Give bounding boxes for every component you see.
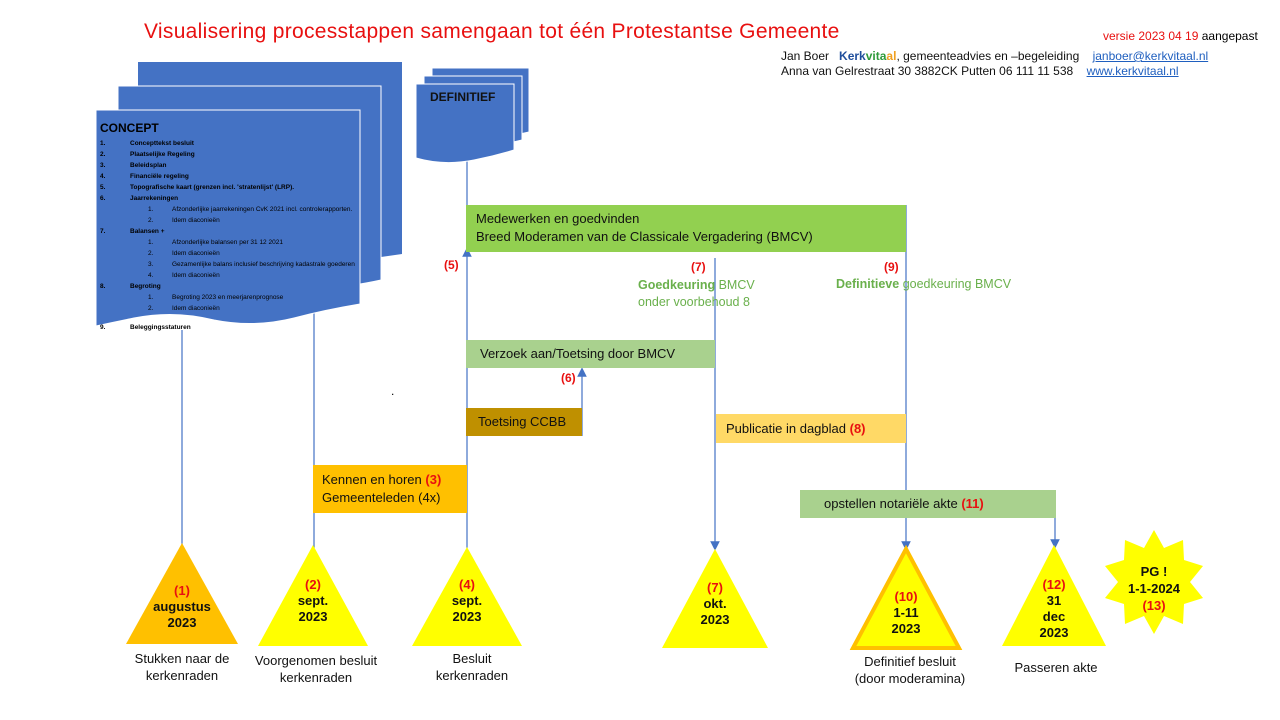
step-5-label: (5) [444,258,459,272]
milestone-2: (2)sept.2023 [297,577,329,624]
concept-item: 2.Plaatselijke Regeling [100,151,195,158]
concept-item: 5.Topografische kaart (grenzen incl. 'st… [100,184,295,191]
version-suffix: aangepast [1201,29,1258,43]
verzoek-box: Verzoek aan/Toetsing door BMCV [466,340,715,368]
brand-logo: Kerkvitaal [839,49,897,63]
concept-item: 1.Afzonderlijke balansen per 31 12 2021 [148,239,283,246]
publicatie-text: Publicatie in dagblad [726,421,846,436]
concept-item: 8.Begroting [100,283,161,290]
notaris-text: opstellen notariële akte [824,496,958,511]
milestone-4: (4)sept.2023 [451,577,483,624]
step-7-label: (7) [691,260,706,274]
caption-12: Passeren akte [1014,660,1098,675]
concept-item: 1.Concepttekst besluit [100,140,194,147]
concept-item: 4.Idem diaconieën [148,272,220,279]
goedkeuring-text: Goedkeuring BMCV onder voorbehoud 8 [638,278,755,309]
version-date: versie 2023 04 19 [1103,29,1199,43]
page-title: Visualisering processtappen samengaan to… [144,20,840,43]
kennen-num: (3) [425,472,442,487]
concept-item: 2.Idem diaconieën [148,250,220,257]
publicatie-num: (8) [849,421,866,436]
notaris-num: (11) [961,496,984,511]
publicatie-box: Publicatie in dagblad (8) [716,414,906,443]
triangle-1 [126,543,238,644]
concept-item: 9.Beleggingsstaturen [100,324,191,331]
concept-item: 4.Financiële regeling [100,173,189,180]
triangle-4 [662,549,768,648]
burst-pg: PG !1-1-2024(13) [1127,564,1181,613]
concept-doc-list: 1.Concepttekst besluit 2.Plaatselijke Reg… [100,138,362,333]
kennen-line2: Gemeenteleden (4x) [322,490,441,505]
author-line: Jan Boer Kerkvitaal, gemeenteadvies en –… [781,49,1208,63]
concept-item: 3.Gezamenlijke balans inclusief beschrij… [148,261,355,268]
triangle-6 [1002,545,1106,646]
address-line: Anna van Gelrestraat 30 3882CK Putten 06… [781,64,1179,78]
step-9-label: (9) [884,260,899,274]
step-6-label: (6) [561,371,576,385]
concept-item: 3.Beleidsplan [100,162,167,169]
triangle-3 [412,547,522,646]
bmcv-line2: Breed Moderamen van de Classicale Vergad… [476,229,813,244]
concept-item: 6.Jaarrekeningen [100,195,179,202]
stray-dot: . [391,384,395,398]
burst-shape [1105,530,1203,634]
address-text: Anna van Gelrestraat 30 3882CK Putten 06… [781,64,1074,78]
concept-item: 1.Begroting 2023 en meerjarenprognose [148,294,284,301]
concept-doc[interactable]: CONCEPT 1.Concepttekst besluit 2.Plaatsel… [100,121,362,333]
author-name: Jan Boer [781,49,830,63]
triangle-5 [849,544,963,650]
concept-item: 2.Idem diaconieën [148,305,220,312]
author-role: , gemeenteadvies en –begeleiding [896,49,1080,63]
concept-item: 7.Balansen + [100,228,165,235]
definitieve-goedkeuring-text: Definitieve goedkeuring BMCV [836,277,1012,291]
milestone-7: (7)okt.2023 [700,580,730,627]
ccbb-box: Toetsing CCBB [466,408,582,436]
bmcv-box: Medewerken en goedvinden Breed Moderamen… [466,205,906,252]
version-label: versie 2023 04 19 aangepast [1103,29,1258,43]
notaris-box: opstellen notariële akte (11) [800,490,1056,518]
kennen-line1: Kennen en horen [322,472,422,487]
concept-doc-stack [95,62,402,327]
website-link[interactable]: www.kerkvitaal.nl [1086,64,1179,78]
triangle-2 [258,545,368,646]
concept-item: 2.Idem diaconieën [148,217,220,224]
caption-10: Definitief besluit(door moderamina) [854,654,966,686]
email-link[interactable]: janboer@kerkvitaal.nl [1092,49,1209,63]
kennen-box: Kennen en horen (3) Gemeenteleden (4x) [313,465,467,513]
bmcv-line1: Medewerken en goedvinden [476,211,640,226]
concept-item: 1.Afzonderlijke jaarrekeningen CvK 2021 … [148,206,353,213]
definitief-doc-stack [415,67,530,164]
definitief-doc-title: DEFINITIEF [430,90,496,104]
concept-doc-title: CONCEPT [100,121,159,135]
